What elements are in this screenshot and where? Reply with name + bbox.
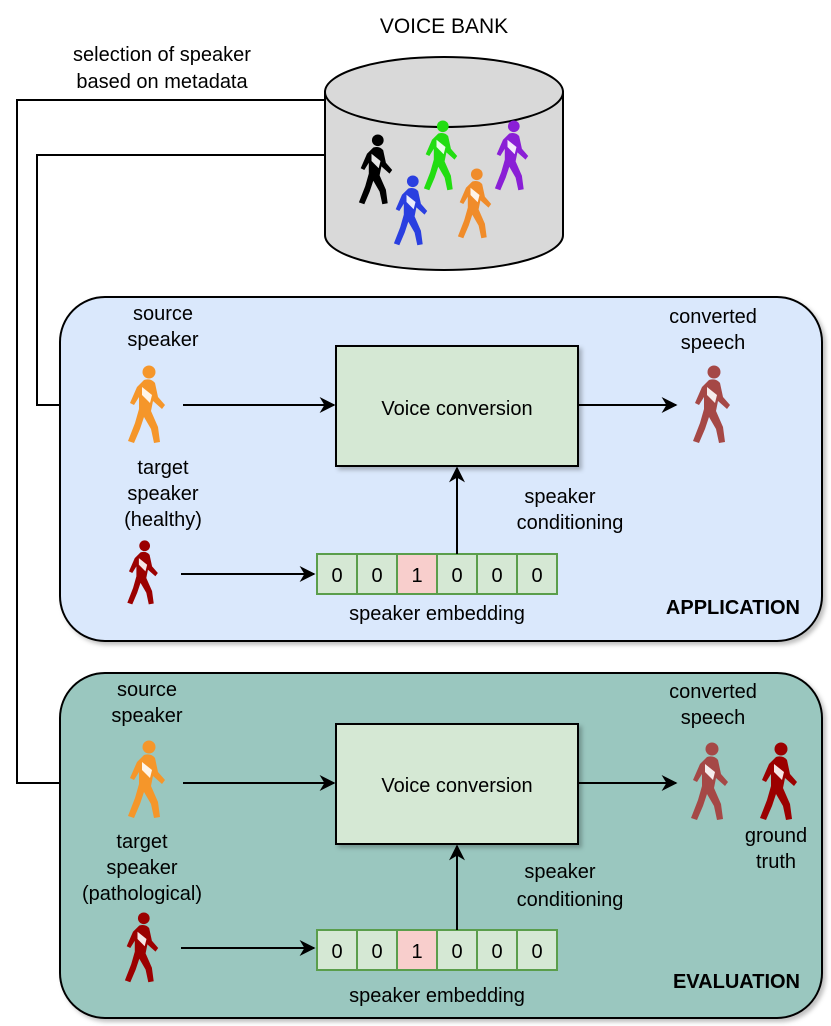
evaluation-panel-label: EVALUATION <box>673 971 800 993</box>
embedding-cell <box>316 929 358 971</box>
eval-converted-label-line2: speech <box>681 707 746 729</box>
app-voice-conversion-label: Voice conversion <box>381 398 532 420</box>
app-conditioning-label-line1: speaker <box>524 486 595 508</box>
embedding-cell-value: 0 <box>531 565 542 587</box>
voice-bank-cylinder <box>324 56 564 271</box>
app-converted-label-line2: speech <box>681 332 746 354</box>
app-target-label-line1: target <box>137 457 189 479</box>
eval-source-label-line2: speaker <box>111 705 182 727</box>
embedding-cell-value: 0 <box>331 565 342 587</box>
eval-embedding-label: speaker embedding <box>349 985 525 1007</box>
app-source-label-line1: source <box>133 303 193 325</box>
embedding-cell <box>516 929 558 971</box>
ground-truth-label-line2: truth <box>756 851 796 873</box>
selection-label-line1: selection of speaker <box>73 44 251 66</box>
application-panel-label: APPLICATION <box>666 597 800 619</box>
eval-converted-label-line1: converted <box>669 681 757 703</box>
eval-target-label-line3: (pathological) <box>82 883 202 905</box>
embedding-cell-value: 0 <box>371 565 382 587</box>
eval-conditioning-label-line2: conditioning <box>517 889 624 911</box>
eval-target-label-line1: target <box>116 831 168 853</box>
eval-conditioning-label-line1: speaker <box>524 861 595 883</box>
embedding-cell-value: 0 <box>491 941 502 963</box>
app-embedding-label: speaker embedding <box>349 603 525 625</box>
embedding-cell <box>516 553 558 595</box>
embedding-cell-value: 0 <box>371 941 382 963</box>
embedding-cell-value: 1 <box>411 941 422 963</box>
ground-truth-label-line1: ground <box>745 825 807 847</box>
app-target-label-line2: speaker <box>127 483 198 505</box>
embedding-cell <box>356 553 398 595</box>
embedding-cell <box>476 929 518 971</box>
embedding-cell-value: 0 <box>451 565 462 587</box>
voice-bank-title: VOICE BANK <box>380 15 508 38</box>
selection-label-line2: based on metadata <box>76 71 248 93</box>
embedding-cell-value: 1 <box>411 565 422 587</box>
embedding-cell-value: 0 <box>451 941 462 963</box>
app-speaker-embedding: 0 0 1 0 0 0 <box>316 553 558 595</box>
embedding-cell-value: 0 <box>531 941 542 963</box>
app-converted-label-line1: converted <box>669 306 757 328</box>
app-voice-conversion-box <box>335 345 579 467</box>
eval-voice-conversion-box <box>335 723 579 845</box>
eval-voice-conversion-label: Voice conversion <box>381 775 532 797</box>
eval-source-label-line1: source <box>117 679 177 701</box>
embedding-cell-value: 0 <box>331 941 342 963</box>
app-conditioning-label-line2: conditioning <box>517 512 624 534</box>
application-panel <box>59 296 823 642</box>
embedding-cell <box>396 929 438 971</box>
app-source-label-line2: speaker <box>127 329 198 351</box>
embedding-cell-value: 0 <box>491 565 502 587</box>
app-target-label-line3: (healthy) <box>124 509 202 531</box>
eval-target-label-line2: speaker <box>106 857 177 879</box>
evaluation-panel <box>59 672 823 1019</box>
eval-speaker-embedding: 0 0 1 0 0 0 <box>316 929 558 971</box>
